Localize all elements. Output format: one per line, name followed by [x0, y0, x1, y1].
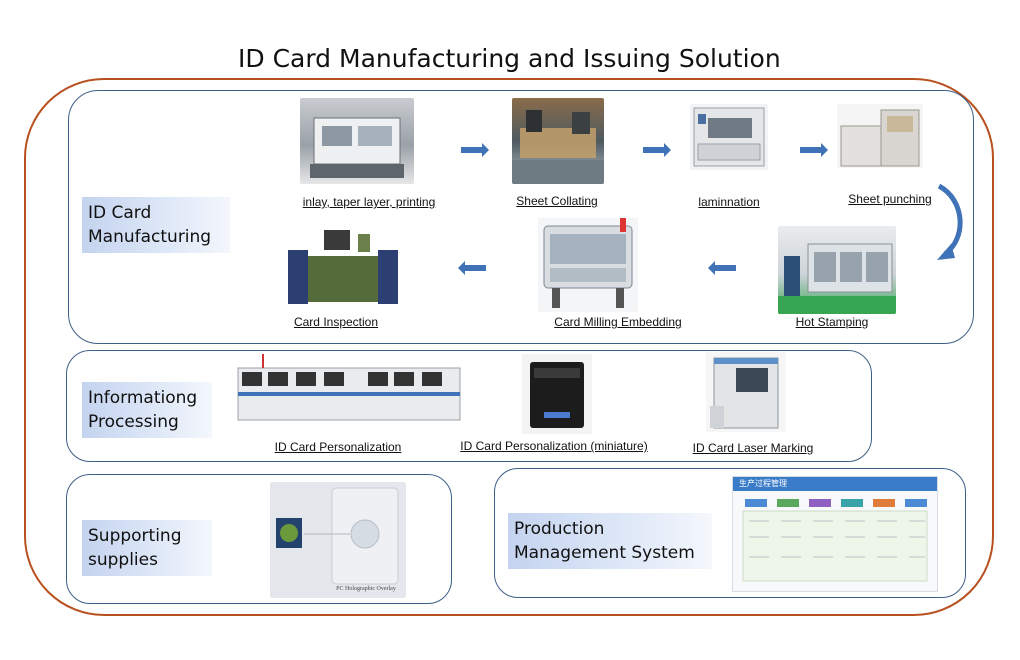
- hot-stamping-image: [778, 226, 896, 314]
- arrow-left-1: [708, 261, 736, 275]
- arrow-right-2: [643, 143, 671, 157]
- overlay-caption: PC Holographic Overlay: [336, 586, 396, 592]
- step-caption-5: Hot Stamping: [795, 315, 869, 329]
- page-title: ID Card Manufacturing and Issuing Soluti…: [238, 44, 781, 73]
- inlay-machine-image: [300, 98, 414, 184]
- step-caption-7: Card Inspection: [293, 315, 379, 329]
- arrow-right-1: [461, 143, 489, 157]
- pms-screenshot-title: 生产过程管理: [739, 479, 787, 488]
- step-caption-1: inlay, taper layer, printing: [302, 195, 436, 209]
- pms-screenshot-header: 生产过程管理: [733, 477, 937, 491]
- processing-label: Informationg Processing: [82, 382, 212, 438]
- step-caption-4: Sheet punching: [848, 192, 932, 206]
- arrow-right-3: [800, 143, 828, 157]
- manufacturing-label: ID Card Manufacturing: [82, 197, 230, 253]
- inspection-machine-image: [284, 226, 402, 306]
- punching-machine-image: [837, 104, 923, 168]
- lamination-machine-image: [690, 104, 768, 170]
- personalization-machine-image: [236, 352, 462, 430]
- collating-machine-image: [512, 98, 604, 184]
- miniature-personalization-image: [522, 354, 592, 434]
- processing-caption-1: ID Card Personalization: [274, 440, 402, 454]
- curved-arrow-down: [937, 183, 963, 260]
- step-caption-6: Card Milling Embedding: [554, 315, 682, 329]
- outer-frame: [24, 78, 994, 616]
- step-caption-3: laminnation: [698, 195, 760, 209]
- processing-caption-3: ID Card Laser Marking: [692, 441, 814, 455]
- processing-caption-2: ID Card Personalization (miniature): [460, 439, 648, 453]
- arrow-left-2: [458, 261, 486, 275]
- supplies-label: Supporting supplies: [82, 520, 212, 576]
- pms-flow-diagram: [742, 499, 928, 582]
- milling-machine-image: [538, 218, 638, 312]
- pms-screenshot: 生产过程管理: [732, 476, 938, 592]
- holographic-overlay-image: PC Holographic Overlay: [270, 482, 406, 598]
- step-caption-2: Sheet Collating: [516, 194, 598, 208]
- laser-marking-image: [706, 352, 786, 432]
- pms-label: Production Management System: [508, 513, 712, 569]
